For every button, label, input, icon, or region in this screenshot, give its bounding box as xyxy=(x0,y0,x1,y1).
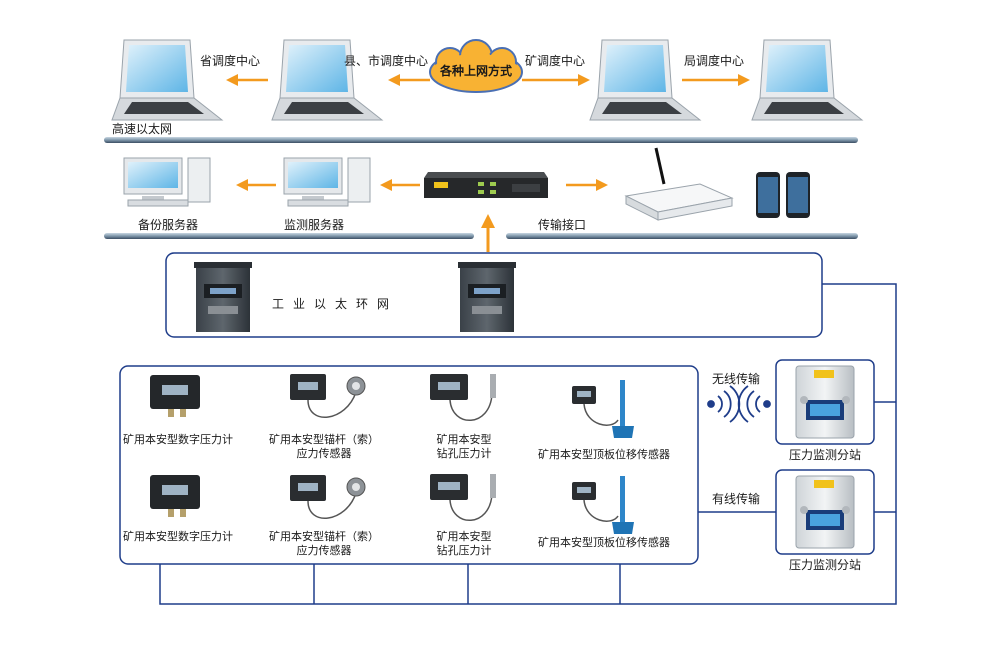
label-anchor-stress-2-line2: 应力传感器 xyxy=(296,544,352,557)
pressure-substation-icon-2 xyxy=(795,475,855,549)
anchor-stress-sensor-icon-2 xyxy=(290,475,366,519)
label-anchor-stress-1-line2: 应力传感器 xyxy=(296,447,352,460)
smartphone-icon-1 xyxy=(756,172,780,218)
arrow-to-bureau xyxy=(682,74,750,86)
label-high-speed-ethernet: 高速以太网 xyxy=(112,122,173,136)
pressure-substation-icon-1 xyxy=(795,365,855,439)
label-bureau-center: 局调度中心 xyxy=(684,54,745,68)
label-county-city-center: 县、市调度中心 xyxy=(344,54,429,68)
industrial-ring-network-box xyxy=(165,252,823,338)
roof-displacement-sensor-icon-2 xyxy=(572,476,634,534)
laptop-county-city xyxy=(271,39,384,121)
label-monitor-server: 监测服务器 xyxy=(283,218,345,232)
digital-pressure-gauge-icon-2 xyxy=(150,475,200,517)
network-switch-icon xyxy=(424,172,548,198)
backup-server-icon xyxy=(123,157,211,207)
label-borehole-1-line1: 矿用本安型 xyxy=(436,433,492,446)
server-lan-bar-right xyxy=(506,233,858,239)
ring-switch-cabinet-2 xyxy=(458,262,516,332)
label-borehole-2-line1: 矿用本安型 xyxy=(436,530,492,543)
smartphone-icon-2 xyxy=(786,172,810,218)
server-lan-bar-left xyxy=(104,233,474,239)
label-substation-1: 压力监测分站 xyxy=(788,448,862,462)
label-anchor-stress-2-line1: 矿用本安型锚杆（索） xyxy=(269,530,379,543)
label-digital-pressure-gauge-2: 矿用本安型数字压力计 xyxy=(123,530,233,543)
label-anchor-stress-1-line1: 矿用本安型锚杆（索） xyxy=(269,433,379,446)
borehole-pressure-gauge-icon-1 xyxy=(430,374,496,422)
ring-switch-cabinet-1 xyxy=(194,262,252,332)
label-borehole-1-line2: 钻孔压力计 xyxy=(436,447,492,460)
label-industrial-ring-network: 工业以太环网 xyxy=(272,297,399,311)
anchor-stress-sensor-icon-1 xyxy=(290,374,366,418)
arrow-to-mine xyxy=(522,74,590,86)
internet-cloud xyxy=(429,39,523,93)
arrow-to-router xyxy=(566,179,608,191)
monitor-server-icon xyxy=(283,157,371,207)
roof-displacement-sensor-icon-1 xyxy=(572,380,634,438)
arrow-to-provincial xyxy=(226,74,268,86)
label-roof-displacement-1: 矿用本安型顶板位移传感器 xyxy=(538,448,670,461)
label-roof-displacement-2: 矿用本安型顶板位移传感器 xyxy=(538,536,670,549)
laptop-mine xyxy=(589,39,702,121)
laptop-provincial xyxy=(111,39,224,121)
laptop-bureau xyxy=(751,39,864,121)
sensors-box xyxy=(119,365,699,565)
arrow-to-monitor xyxy=(380,179,420,191)
label-transmission-interface: 传输接口 xyxy=(538,218,587,232)
borehole-pressure-gauge-icon-2 xyxy=(430,474,496,522)
label-internet-cloud: 各种上网方式 xyxy=(439,64,513,78)
wifi-router-icon xyxy=(624,147,734,221)
label-wireless-transmission: 无线传输 xyxy=(712,372,761,386)
arrow-to-county-city xyxy=(388,74,430,86)
label-mine-center: 矿调度中心 xyxy=(525,54,586,68)
wireless-signal-icon xyxy=(707,385,771,423)
label-provincial-center: 省调度中心 xyxy=(200,54,261,68)
label-wired-transmission: 有线传输 xyxy=(712,492,761,506)
high-speed-ethernet-bar xyxy=(104,137,858,143)
label-borehole-2-line2: 钻孔压力计 xyxy=(436,544,492,557)
label-digital-pressure-gauge-1: 矿用本安型数字压力计 xyxy=(123,433,233,446)
arrow-to-backup xyxy=(236,179,276,191)
label-backup-server: 备份服务器 xyxy=(137,218,199,232)
digital-pressure-gauge-icon-1 xyxy=(150,375,200,417)
label-substation-2: 压力监测分站 xyxy=(788,558,862,572)
arrow-up-to-switch xyxy=(481,214,495,252)
wiring-lines xyxy=(159,283,897,605)
